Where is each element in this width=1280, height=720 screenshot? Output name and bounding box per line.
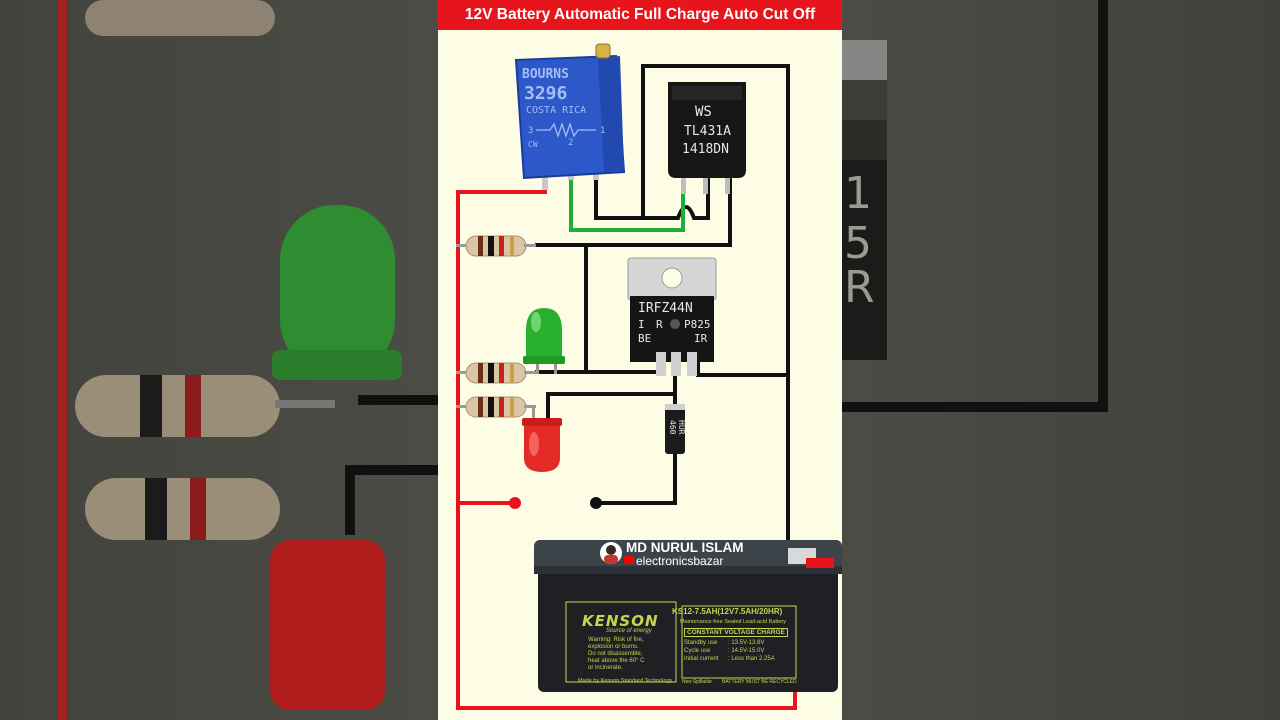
battery-warning-1: Warning: Risk of fire, xyxy=(588,637,644,643)
mosfet-line2a: I xyxy=(638,318,645,331)
regulator-line1: WS xyxy=(695,104,712,120)
red-led xyxy=(522,408,562,472)
battery-warning-3: Do not disassemble, xyxy=(588,651,643,657)
battery-initial-label: Initial current xyxy=(684,656,719,662)
regulator-line3: 1418DN xyxy=(682,142,729,157)
green-wire-wiper xyxy=(569,176,685,232)
battery-nonspill: Non-Spillable xyxy=(682,679,712,685)
background-left-art xyxy=(57,0,438,720)
black-probe-terminal xyxy=(590,497,602,509)
regulator-line2: TL431A xyxy=(684,124,731,139)
red-probe-terminal xyxy=(509,497,521,509)
trimmer-brand: BOURNS xyxy=(522,67,569,82)
diode-line2: 460 xyxy=(668,420,677,435)
battery-subtitle: Maintenance-free Sealed Lead-acid Batter… xyxy=(680,619,787,625)
irfz44n-mosfet: IRFZ44N I R P825 BE IR xyxy=(627,257,717,376)
green-led xyxy=(523,308,565,374)
battery-standby-label: Standby use xyxy=(684,640,718,646)
trimmer-pin-left: 3 xyxy=(528,126,533,136)
trimmer-model: 3296 xyxy=(524,83,567,104)
mosfet-line2b: R xyxy=(656,318,663,331)
battery-warning-4: heat above the 60° C xyxy=(588,658,645,664)
creator-avatar xyxy=(600,542,622,564)
right-blur-char-3: R xyxy=(844,262,875,313)
trimmer-pin-right: 1 xyxy=(600,126,605,136)
creator-name: MD NURUL ISLAM xyxy=(626,540,744,555)
background-right-art xyxy=(842,0,1108,412)
battery-cycle-value: : 14.5V-15.0V xyxy=(728,648,765,654)
battery-model: KS12-7.5AH(12V7.5AH/20HR) xyxy=(672,607,783,616)
black-wire-cathode xyxy=(535,176,732,247)
resistor-1 xyxy=(456,235,536,257)
right-blur-char-2: 5 xyxy=(844,218,872,269)
battery-recycle: BATTERY MUST BE RECYCLED xyxy=(722,679,797,685)
right-blur-char-1: 1 xyxy=(844,168,872,219)
diode-line1: HUR xyxy=(677,420,686,435)
battery-cvc: CONSTANT VOLTAGE CHARGE xyxy=(684,628,788,637)
background-right-blur: 1 5 R xyxy=(842,0,1280,720)
diode: HUR 460 xyxy=(665,404,686,454)
battery-tagline: Source of energy xyxy=(606,628,652,634)
battery-cycle-label: Cycle use xyxy=(684,648,711,654)
creator-watermark: MD NURUL ISLAM electronicsbazar xyxy=(598,540,748,568)
mosfet-line3a: BE xyxy=(638,332,651,345)
battery-made-by: Made by Kenson Standard Technology xyxy=(578,678,673,684)
youtube-icon xyxy=(624,556,634,564)
black-wire-diode xyxy=(596,394,677,505)
resistor-3 xyxy=(456,396,536,418)
background-left-blur xyxy=(0,0,438,720)
mosfet-line1: IRFZ44N xyxy=(638,301,693,316)
black-wire-vref xyxy=(641,64,790,540)
tl431-regulator: WS TL431A 1418DN xyxy=(668,82,746,194)
trimmer-potentiometer: BOURNS 3296 COSTA RICA 3 1 2 CW xyxy=(514,43,626,190)
black-wire-source xyxy=(696,360,788,377)
battery-standby-value: : 13.5V-13.8V xyxy=(728,640,765,646)
battery-brand: KENSON xyxy=(582,612,659,630)
circuit-diagram: 12V Battery Automatic Full Charge Auto C… xyxy=(438,0,842,720)
black-wire-adj xyxy=(594,176,710,220)
battery-warning-2: explosion or burns. xyxy=(588,644,639,650)
black-wire-drain xyxy=(546,360,677,420)
battery-initial-value: : Less than 2.25A xyxy=(728,656,775,662)
creator-handle: electronicsbazar xyxy=(636,554,724,568)
battery-warning-5: or incinerate. xyxy=(588,665,623,671)
trimmer-pin-mid: 2 xyxy=(568,138,573,148)
trimmer-cw: CW xyxy=(528,140,538,149)
trimmer-origin: COSTA RICA xyxy=(526,105,586,116)
diagram-title: 12V Battery Automatic Full Charge Auto C… xyxy=(438,0,842,30)
resistor-2 xyxy=(456,362,536,384)
mosfet-line2c: P825 xyxy=(684,318,711,331)
mosfet-line3b: IR xyxy=(694,332,708,345)
